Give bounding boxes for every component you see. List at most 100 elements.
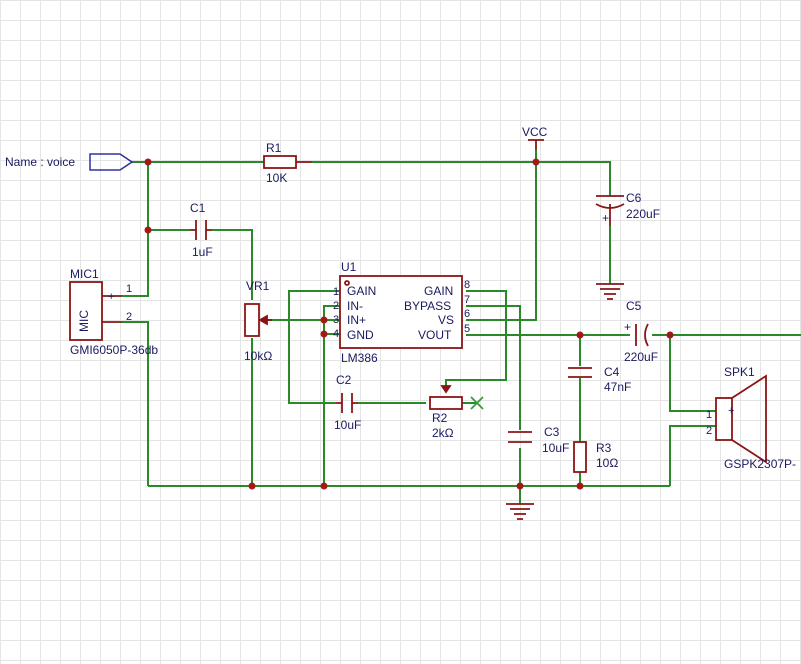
ground-icon xyxy=(596,283,624,300)
u1-pin-num: 5 xyxy=(464,323,470,335)
c2-value: 10uF xyxy=(334,418,361,432)
capacitor-c4[interactable]: C4 47nF xyxy=(568,365,631,394)
wire-bypass-c3 xyxy=(466,305,521,430)
r1-value: 10K xyxy=(266,171,287,185)
spk-pin1-num: 1 xyxy=(706,409,712,421)
potentiometer-body xyxy=(244,303,260,337)
pin1-marker-icon xyxy=(344,280,350,286)
mic1-model: GMI6050P-36db xyxy=(70,343,158,357)
spk-plus: + xyxy=(728,405,734,417)
potentiometer-vr1[interactable]: VR1 10kΩ xyxy=(244,279,272,363)
vr1-value: 10kΩ xyxy=(244,349,272,363)
mic-leads xyxy=(102,295,122,323)
no-connect-icon xyxy=(470,396,484,410)
wire-spk-pin2 xyxy=(669,425,716,486)
r3-ref: R3 xyxy=(596,441,612,455)
u1-pin-num: 1 xyxy=(333,286,339,298)
u1-pin-name: IN- xyxy=(347,299,363,313)
ground-icon xyxy=(506,503,534,520)
ic-u1-lm386[interactable]: U1 LM386 1 2 3 4 GAIN IN- IN+ GND 8 7 6 … xyxy=(333,260,470,365)
c2-ref: C2 xyxy=(336,373,352,387)
capacitor-c2[interactable]: C2 10uF xyxy=(334,373,361,432)
capacitor-icon xyxy=(508,431,532,443)
capacitor-icon xyxy=(195,220,207,240)
u1-pin-num: 6 xyxy=(464,308,470,320)
spk1-model: GSPK2307P- xyxy=(724,457,796,471)
vcc-bar-icon xyxy=(528,139,544,150)
no-connect-marker xyxy=(470,396,484,410)
speaker-cone-icon xyxy=(731,374,767,464)
c5-plus: + xyxy=(624,320,631,334)
u1-pin-num: 7 xyxy=(464,294,470,306)
mic-plus: + xyxy=(108,291,114,303)
u1-pin-name: BYPASS xyxy=(404,299,451,313)
junction xyxy=(666,331,674,339)
c4-value: 47nF xyxy=(604,380,631,394)
capacitor-c3[interactable]: C3 10uF xyxy=(508,425,569,455)
net-label-text: Name : voice xyxy=(5,155,75,169)
vcc-symbol[interactable]: VCC xyxy=(522,125,548,150)
u1-pin-num: 2 xyxy=(333,300,339,312)
resistor-r1-body xyxy=(263,155,297,169)
wire-r1-vcc-c6 xyxy=(312,161,611,196)
capacitor-icon xyxy=(341,393,353,413)
junction xyxy=(532,158,540,166)
resistor-r3-body xyxy=(573,441,587,473)
junction xyxy=(320,482,328,490)
u1-pin-name: GND xyxy=(347,328,374,342)
capacitor-c6[interactable]: + C6 220uF xyxy=(595,191,660,226)
c6-ref: C6 xyxy=(626,191,642,205)
mic-body-text: MIC xyxy=(77,310,91,332)
junction xyxy=(516,482,524,490)
net-label-voice[interactable]: Name : voice xyxy=(5,153,134,171)
wiper-arrow-icon xyxy=(258,314,268,326)
mic-body xyxy=(69,281,103,341)
ground-c6 xyxy=(596,283,624,300)
c6-plus: + xyxy=(602,211,609,225)
wire-mic-pin2 xyxy=(122,321,149,486)
wire-spk-pin1 xyxy=(669,335,716,412)
wire-gain-c2 xyxy=(288,290,340,404)
c5-value: 220uF xyxy=(624,350,658,364)
u1-pin-name: IN+ xyxy=(347,313,366,327)
speaker-spk1[interactable]: + 1 2 SPK1 GSPK2307P- xyxy=(706,365,796,471)
junction xyxy=(320,316,328,324)
c5-ref: C5 xyxy=(626,299,642,313)
mic-pin1-num: 1 xyxy=(126,283,132,295)
c1-ref: C1 xyxy=(190,201,206,215)
resistor-r1[interactable]: R1 10K xyxy=(263,141,312,185)
u1-pin-num: 4 xyxy=(333,328,339,340)
u1-pin-name: GAIN xyxy=(424,284,453,298)
junction xyxy=(576,482,584,490)
junction xyxy=(576,331,584,339)
ground-main xyxy=(506,503,534,520)
c4-ref: C4 xyxy=(604,365,620,379)
u1-pin-name: VOUT xyxy=(418,328,452,342)
potentiometer-r2[interactable]: R2 2kΩ xyxy=(429,385,463,440)
junction xyxy=(144,226,152,234)
microphone-mic1[interactable]: MIC + 1 2 MIC1 GMI6050P-36db xyxy=(69,267,158,357)
wire-gain8-r2 xyxy=(445,290,507,392)
capacitor-c5[interactable]: + C5 220uF xyxy=(624,299,658,364)
c3-value: 10uF xyxy=(542,441,569,455)
r2-value: 2kΩ xyxy=(432,426,454,440)
junctions xyxy=(144,158,674,490)
capacitor-c1[interactable]: C1 1uF xyxy=(190,201,213,259)
c6-value: 220uF xyxy=(626,207,660,221)
capacitor-icon xyxy=(568,367,592,378)
r3-value: 10Ω xyxy=(596,456,618,470)
u1-pin-name: GAIN xyxy=(347,284,376,298)
potentiometer-body xyxy=(429,396,463,410)
polarized-capacitor-icon xyxy=(635,323,649,347)
junction xyxy=(320,330,328,338)
c1-value: 1uF xyxy=(192,245,213,259)
wire-inminus-gnd xyxy=(323,305,340,486)
speaker-body xyxy=(715,397,733,441)
wire-c1-vr1 xyxy=(212,229,253,300)
resistor-r3[interactable]: R3 10Ω xyxy=(573,441,618,473)
u1-model: LM386 xyxy=(341,351,378,365)
r1-ref: R1 xyxy=(266,141,282,155)
junction xyxy=(248,482,256,490)
